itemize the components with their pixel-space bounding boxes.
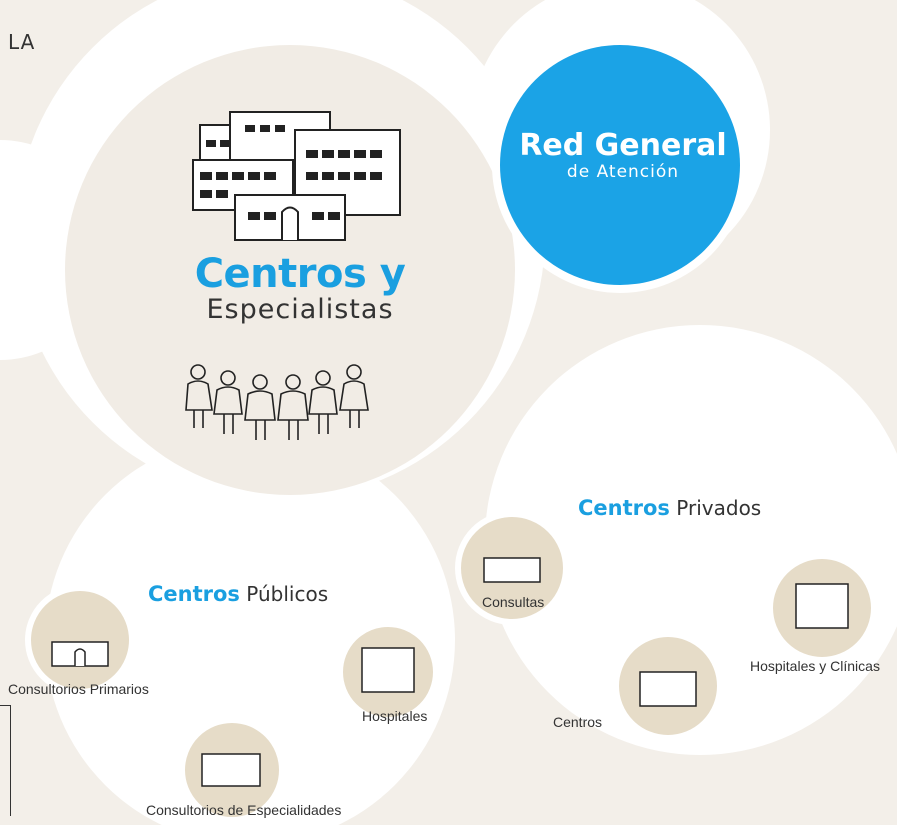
badge-hospitales-clinicas [767,553,877,663]
people-illustration [185,364,369,440]
publicos-title-light: Públicos [246,582,329,606]
badge-consultorios-primarios [25,585,135,695]
badge-consultorios-especialidades [179,717,285,823]
label-centros-privados: Centros [553,714,603,730]
publicos-bubble [45,435,455,825]
red-general-title: Red General de Atención [500,128,746,183]
label-hospitales-publicos: Hospitales [362,708,428,724]
badge-hospitales-publicos [337,621,439,723]
buildings-illustration [192,111,401,241]
left-frame-edge [0,705,11,816]
label-consultorios-especialidades: Consultorios de Especialidades [146,802,342,818]
red-general-circle [500,45,740,285]
centros-especialistas-title: Centros y Especialistas [180,252,420,325]
badge-consultas [455,511,569,625]
privados-title-light: Privados [676,496,762,520]
badge-centros-privados [613,631,723,741]
privados-title-strong: Centros [578,496,670,520]
privados-title: Centros Privados [578,496,761,520]
publicos-title: Centros Públicos [148,582,328,606]
red-general-heading: Red General [519,128,727,163]
red-general-subtitle: de Atención [566,162,680,182]
publicos-title-strong: Centros [148,582,240,606]
label-consultas: Consultas [482,594,545,610]
main-title-strong: Centros y [194,251,406,297]
label-hospitales-clinicas: Hospitales y Clínicas [750,658,880,674]
main-title-light: Especialistas [206,294,394,325]
corner-text: LA [8,30,36,54]
centros-especialistas-bubble [65,45,515,495]
label-consultorios-primarios: Consultorios Primarios [8,681,149,697]
